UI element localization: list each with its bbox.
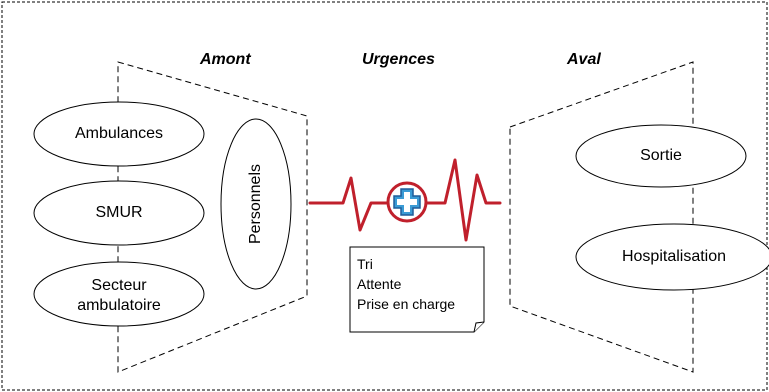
note-line-prise-en-charge: Prise en charge (357, 296, 456, 312)
note-fold (473, 321, 485, 333)
note-line-attente: Attente (357, 276, 402, 292)
urgences-header: Urgences (362, 51, 435, 68)
smur-label: SMUR (95, 204, 143, 221)
smur-oval (33, 180, 205, 246)
ambulances-oval (33, 101, 205, 167)
note-line-tri: Tri (357, 256, 373, 272)
ambulances-label: Ambulances (74, 125, 164, 142)
hospitalisation-oval (575, 223, 769, 291)
sortie-label: Sortie (640, 147, 682, 164)
medical-cross-icon (386, 181, 428, 223)
secteur-ambulatoire-oval (33, 261, 205, 327)
personnels-label: Personnels (247, 163, 264, 245)
aval-header: Aval (567, 51, 601, 68)
personnels-oval (220, 118, 292, 290)
amont-header: Amont (200, 51, 251, 68)
hospitalisation-label: Hospitalisation (621, 248, 727, 265)
sortie-oval (575, 124, 747, 188)
aval-funnel (509, 61, 694, 373)
